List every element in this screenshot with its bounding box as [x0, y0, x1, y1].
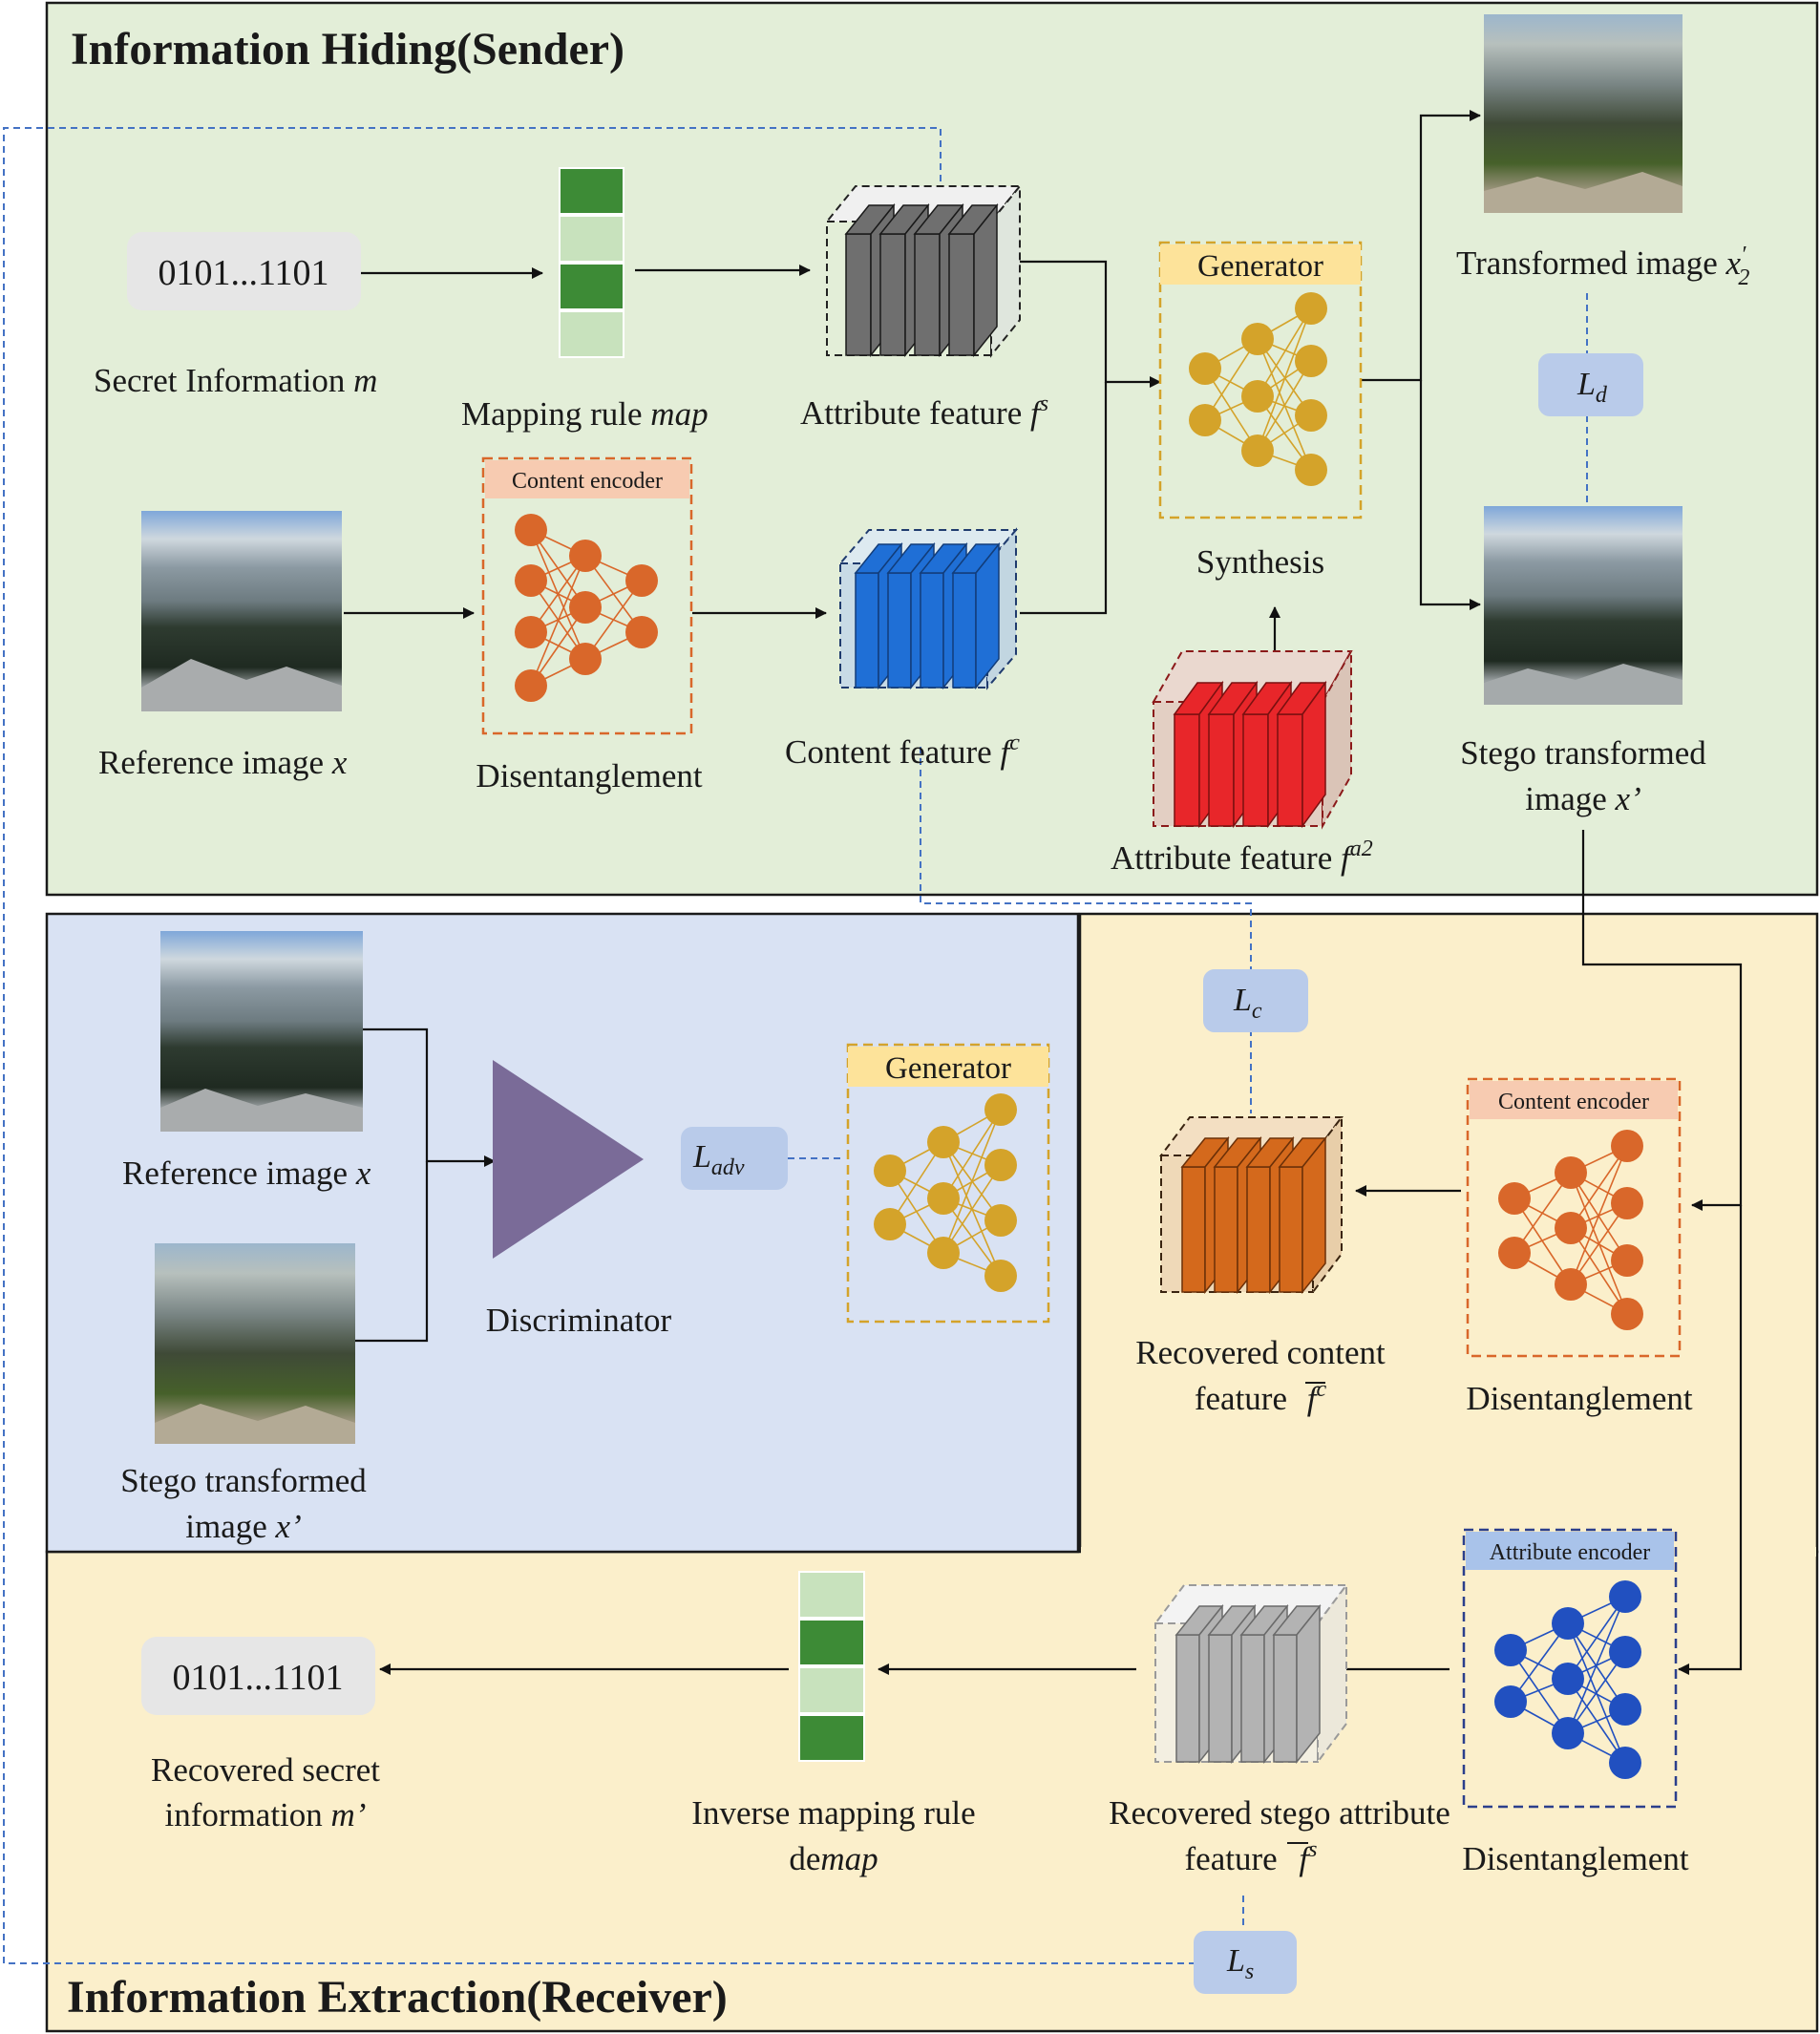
secret-bits-box: [127, 232, 361, 310]
synthesis-label: Synthesis: [1196, 543, 1324, 581]
svg-text:Attribute encoder: Attribute encoder: [1490, 1540, 1651, 1565]
loss-c-box: [1203, 969, 1308, 1032]
content-feature-label: Content feature fc: [785, 731, 1020, 771]
sender-title: Information Hiding(Sender): [71, 24, 624, 74]
loss-c-label: Lc: [1233, 983, 1262, 1024]
loss-d-box: [1538, 353, 1643, 416]
inverse-mapping-label-1: Inverse mapping rule: [691, 1794, 975, 1832]
recovered-secret-label-1: Recovered secret: [151, 1751, 380, 1789]
stego-image-sender: [1484, 506, 1682, 705]
disentanglement-label-receiver-2: Disentanglement: [1462, 1840, 1688, 1877]
content-feature-stack: [837, 527, 1019, 690]
inverse-mapping-bar: [798, 1571, 865, 1762]
disentanglement-label-receiver-1: Disentanglement: [1466, 1380, 1692, 1417]
reference-image-disc: [160, 931, 363, 1132]
loss-s-label: Ls: [1226, 1943, 1254, 1984]
loss-d-label: Ld: [1577, 367, 1608, 408]
secret-label: Secret Information m: [94, 362, 377, 399]
stego-label-disc-1: Stego transformed: [120, 1462, 367, 1499]
reference-image-sender: [141, 511, 342, 711]
transformed-image: [1484, 14, 1682, 213]
inverse-mapping-label-2: demap: [789, 1840, 878, 1877]
attribute-feature-a2-label: Attribute feature fa2: [1111, 837, 1373, 877]
attribute-feature-stack: [824, 183, 1023, 358]
content-encoder-sender: Content encoder: [481, 456, 693, 735]
recovered-content-stack: [1159, 1114, 1344, 1295]
secret-bits: 0101...1101: [158, 253, 328, 293]
generator-disc: Generator: [846, 1043, 1050, 1324]
stego-image-disc: [155, 1243, 355, 1444]
receiver-title: Information Extraction(Receiver): [67, 1972, 728, 2023]
disentanglement-label-sender: Disentanglement: [476, 757, 702, 795]
stego-label-sender-2: image x’: [1525, 780, 1640, 817]
stego-label-sender-1: Stego transformed: [1460, 734, 1706, 772]
recovered-attribute-label-2: feature fs: [1185, 1837, 1318, 1877]
generator-sender: Generator: [1158, 241, 1363, 519]
transformed-label: Transformed image x′2: [1456, 243, 1749, 290]
attribute-feature-label: Attribute feature fs: [800, 392, 1048, 432]
content-encoder-receiver: Content encoder: [1466, 1077, 1682, 1358]
recovered-bits: 0101...1101: [172, 1658, 343, 1698]
recovered-attribute-stack: [1153, 1582, 1348, 1765]
recovered-bits-box: [141, 1637, 375, 1715]
svg-text:Generator: Generator: [1197, 249, 1323, 284]
flow-arrows: [344, 110, 1743, 1675]
discriminator-label: Discriminator: [486, 1302, 672, 1339]
svg-text:Content encoder: Content encoder: [1498, 1090, 1649, 1114]
loss-dashed-links: [3, 127, 1588, 1964]
reference-label-disc: Reference image x: [122, 1155, 371, 1192]
mapping-label: Mapping rule map: [461, 395, 709, 433]
loss-adv-label: Ladv: [692, 1139, 745, 1180]
attribute-encoder-receiver: Attribute encoder: [1462, 1528, 1678, 1809]
recovered-content-label-1: Recovered content: [1135, 1334, 1386, 1371]
attribute-feature-a2-stack: [1152, 647, 1353, 830]
loss-s-box: [1194, 1931, 1297, 1994]
recovered-secret-label-2: information m’: [165, 1796, 367, 1833]
recovered-attribute-label-1: Recovered stego attribute: [1109, 1794, 1450, 1832]
receiver-panel-bottom: [45, 1550, 1819, 2033]
mapping-rule-bar: [559, 167, 624, 358]
discriminator-triangle-icon: [493, 1060, 644, 1259]
loss-adv-box: [681, 1127, 788, 1190]
stego-label-disc-2: image x’: [185, 1508, 301, 1545]
reference-label-sender: Reference image x: [98, 744, 348, 781]
receiver-panel-fill-join: [1081, 1547, 1816, 1557]
svg-text:Generator: Generator: [885, 1051, 1011, 1086]
svg-text:Content encoder: Content encoder: [512, 469, 663, 494]
